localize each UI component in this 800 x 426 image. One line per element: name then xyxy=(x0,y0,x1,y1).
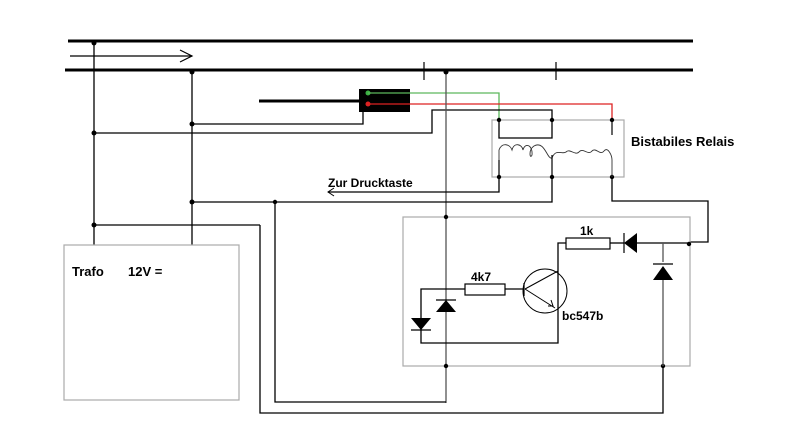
transformer-name: Trafo xyxy=(72,264,104,279)
push-button-label: Zur Drucktaste xyxy=(328,176,413,190)
relay-coil-icon xyxy=(498,144,613,177)
wire-base-loop xyxy=(420,270,559,344)
red-wire xyxy=(368,103,613,120)
transistor-icon xyxy=(522,268,568,314)
transistor-label: bc547b xyxy=(562,309,603,323)
diode-icon xyxy=(436,299,456,312)
signal-block xyxy=(359,89,410,112)
wire-signal-left xyxy=(192,112,364,125)
transformer-voltage: 12V = xyxy=(128,264,163,279)
relay-contact xyxy=(498,120,553,139)
arrow-left-icon xyxy=(327,187,335,197)
resistor-1k xyxy=(565,237,611,250)
resistor-4k7-label: 4k7 xyxy=(471,270,491,284)
diode-icon xyxy=(653,263,673,280)
diode-icon xyxy=(623,233,637,253)
wire-loop-inner xyxy=(274,202,446,403)
wire-relay-common xyxy=(94,109,553,134)
resistor-4k7 xyxy=(464,283,506,296)
direction-arrow-icon xyxy=(70,49,194,63)
wire-loop-outer xyxy=(259,225,664,414)
relay-box xyxy=(491,119,625,178)
diode-icon xyxy=(411,318,431,331)
wire-push-button xyxy=(328,177,500,193)
relay-label: Bistabiles Relais xyxy=(631,134,734,149)
resistor-1k-label: 1k xyxy=(580,224,594,238)
green-wire xyxy=(368,92,500,120)
transformer-box xyxy=(63,244,240,401)
wire-relay-supply xyxy=(192,177,553,203)
control-box xyxy=(402,216,691,367)
wire-relay-output xyxy=(611,177,709,243)
